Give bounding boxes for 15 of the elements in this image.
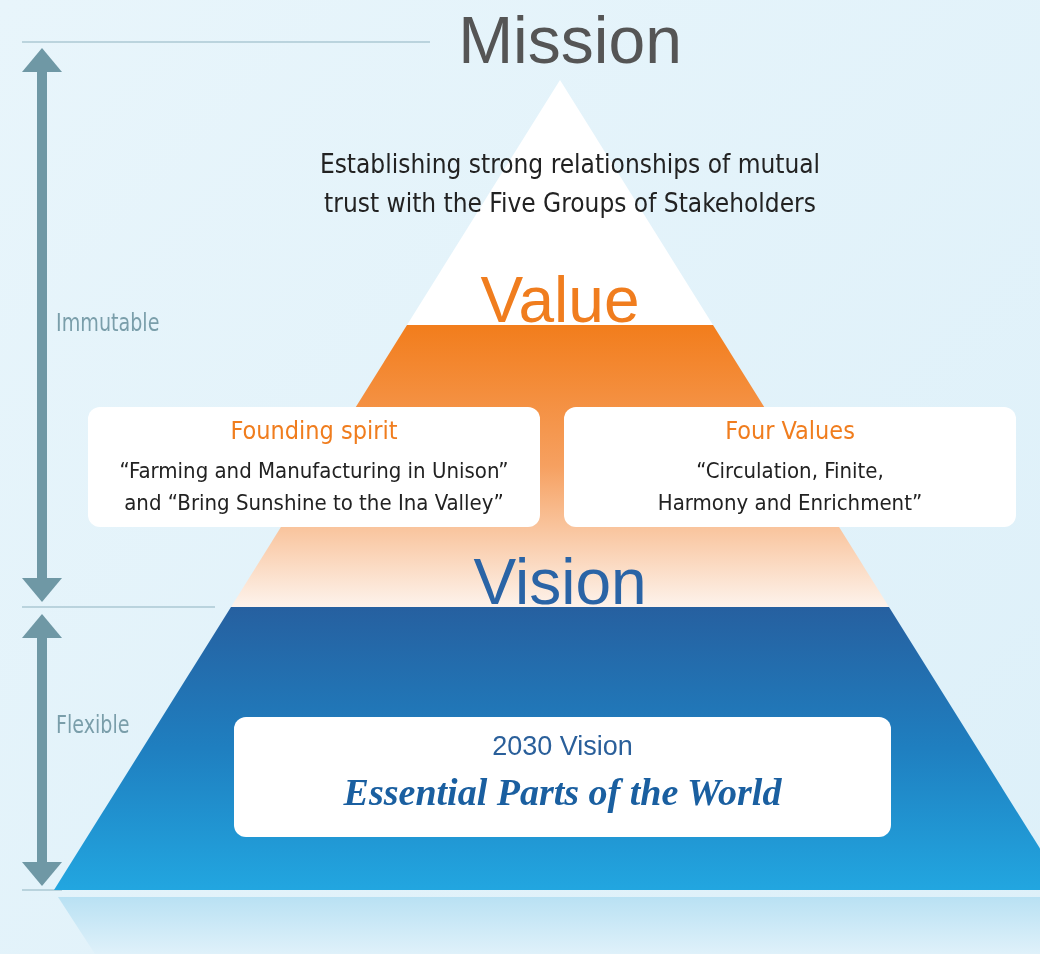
side-label: Immutable <box>56 308 160 337</box>
card-text: “Farming and Manufacturing in Unison” and “Bring Sunshine to the Ina Valley” <box>118 457 510 517</box>
founding-spirit-card <box>88 407 540 527</box>
tier-heading: Value <box>479 265 641 336</box>
side-label: Flexible <box>56 710 130 739</box>
tier-heading: Vision <box>472 547 648 618</box>
four-values-card <box>564 407 1016 527</box>
card-heading: Founding spirit <box>230 417 398 446</box>
slogan-text: Essential Parts of the World <box>343 771 782 815</box>
card-heading: 2030 Vision <box>492 731 633 763</box>
card-heading: Four Values <box>725 417 855 446</box>
card-text: “Circulation, Finite, Harmony and Enrichment” <box>656 457 924 517</box>
tier-heading: Mission <box>458 3 682 79</box>
mission-text: Establishing strong relationships of mutual trust with the Five Groups of Stakeholders <box>318 148 822 220</box>
vision-2030-card <box>234 717 891 837</box>
